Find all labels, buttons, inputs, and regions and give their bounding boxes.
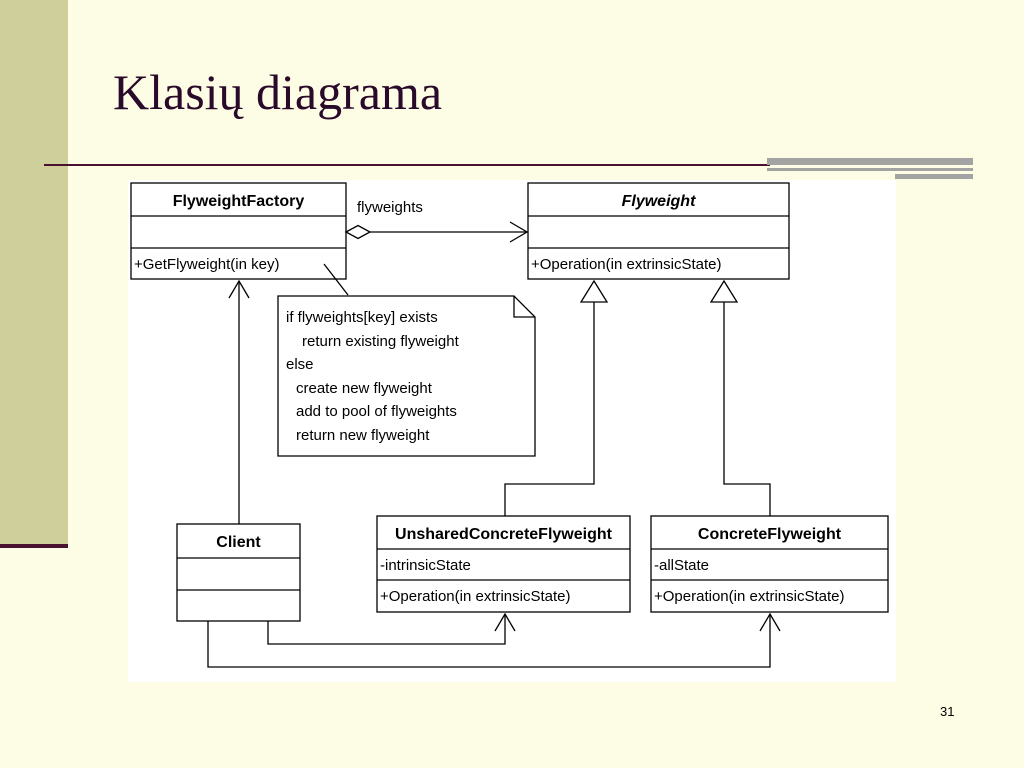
- note-get-flyweight: [277, 263, 536, 457]
- attribute-intrinsic-state: -intrinsicState: [380, 557, 471, 574]
- aggregation-flyweights: [344, 221, 529, 243]
- generalization-concrete: [709, 279, 771, 516]
- operation-unshared: +Operation(in extrinsicState): [380, 588, 571, 605]
- association-client-factory: [228, 279, 250, 524]
- class-client: [176, 523, 301, 622]
- slide-title: Klasių diagrama: [113, 64, 443, 120]
- attribute-all-state: -allState: [654, 557, 709, 574]
- association-client-unshared: [267, 612, 516, 645]
- operation-concrete: +Operation(in extrinsicState): [654, 588, 845, 605]
- note-line-3: else: [286, 356, 314, 373]
- class-diagram: Flyweight -->: [130, 182, 889, 668]
- decor-bar-bottom: [895, 174, 973, 179]
- left-decor-band: [0, 0, 68, 548]
- note-line-2: return existing flyweight: [302, 333, 460, 350]
- title-underline: [44, 164, 770, 166]
- decor-bar-middle: [767, 168, 973, 171]
- decor-bar-top: [767, 158, 973, 165]
- class-unshared-concrete-flyweight: [376, 515, 631, 613]
- association-label-flyweights: flyweights: [357, 199, 423, 216]
- generalization-unshared: [504, 279, 609, 516]
- class-name-client: Client: [216, 534, 261, 551]
- class-name-flyweight: Flyweight: [622, 193, 696, 210]
- class-flyweight-factory: [130, 182, 347, 280]
- association-client-concrete: [207, 612, 781, 668]
- note-line-6: return new flyweight: [296, 427, 430, 444]
- class-name-flyweight-factory: FlyweightFactory: [173, 193, 305, 210]
- class-name-unshared-concrete-flyweight: UnsharedConcreteFlyweight: [395, 526, 613, 543]
- note-line-5: add to pool of flyweights: [296, 403, 457, 420]
- note-anchor-line: [323, 263, 349, 296]
- operation-flyweight: +Operation(in extrinsicState): [531, 256, 722, 273]
- page-number: 31: [940, 704, 955, 719]
- class-name-concrete-flyweight: ConcreteFlyweight: [698, 526, 842, 543]
- note-line-4: create new flyweight: [296, 380, 433, 397]
- operation-get-flyweight: +GetFlyweight(in key): [134, 256, 279, 273]
- class-flyweight: [527, 182, 790, 280]
- class-concrete-flyweight: [650, 515, 889, 613]
- note-line-1: if flyweights[key] exists: [286, 309, 438, 326]
- left-decor-line: [0, 544, 68, 548]
